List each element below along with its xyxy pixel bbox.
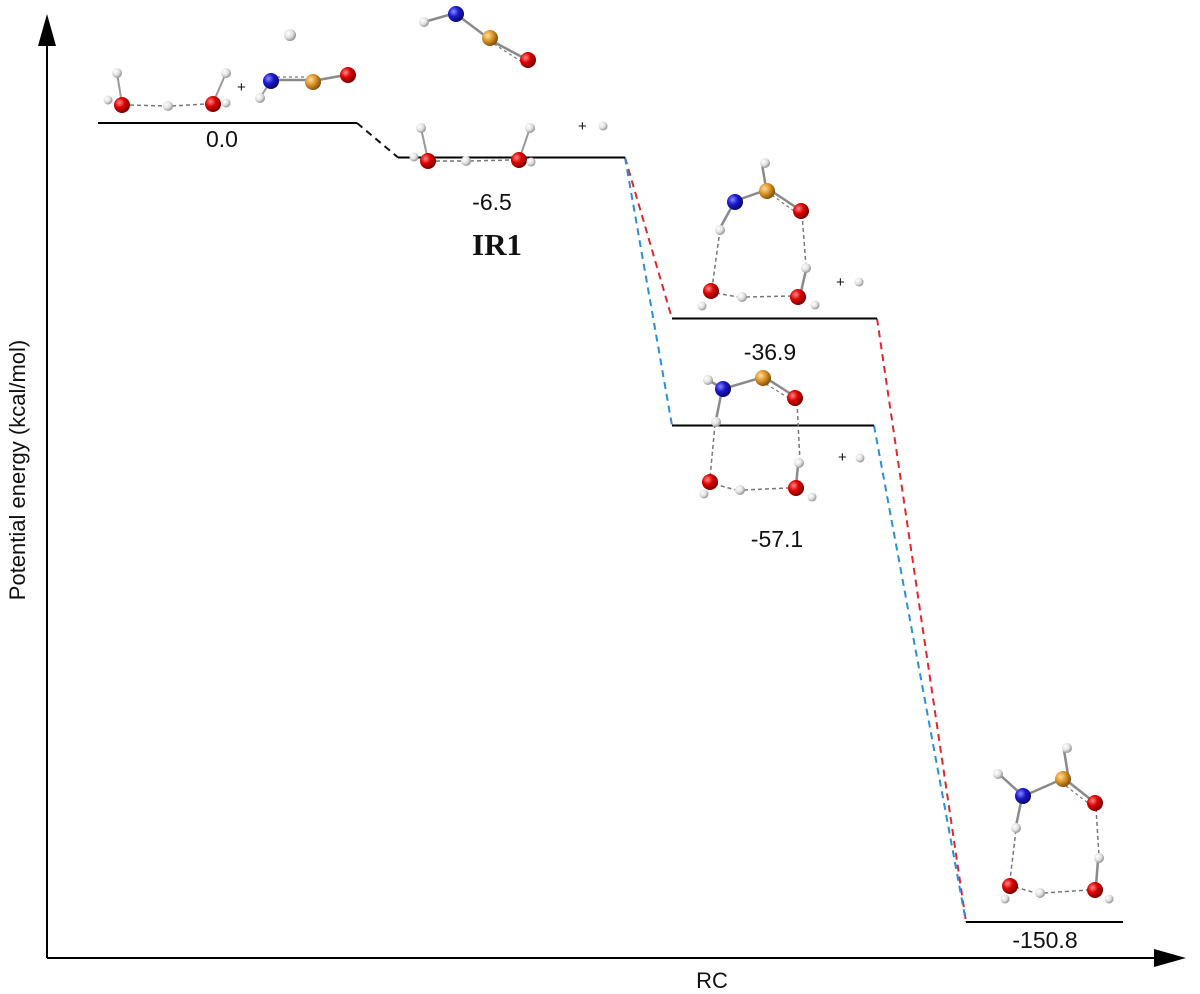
y-axis-arrow (38, 14, 56, 46)
y-axis-label: Potential energy (kcal/mol) (5, 340, 30, 600)
intermediate-name-ir1: IR1 (472, 227, 522, 262)
path-ir1-to-p2 (624, 157, 673, 426)
path-p1-to-final (876, 318, 967, 923)
reaction-paths (356, 122, 967, 923)
molecule-p1: + (697, 158, 864, 311)
molecule-ir1: + (409, 6, 608, 169)
energy-label-p1: -36.9 (744, 339, 796, 365)
molecule-final (993, 743, 1114, 904)
plus-sign: + (237, 79, 246, 96)
molecule-p2: + (699, 370, 865, 502)
path-reactants-to-ir1 (356, 122, 399, 159)
energy-levels (98, 122, 1123, 923)
energy-label-ir1: -6.5 (472, 189, 512, 215)
energy-label-p2: -57.1 (751, 526, 803, 552)
molecule-reactants: + (103, 29, 356, 113)
path-p2-to-final (873, 425, 967, 923)
x-axis-label: RC (696, 968, 728, 993)
path-ir1-to-p1 (624, 157, 673, 319)
energy-label-final: -150.8 (1012, 927, 1077, 953)
axes (38, 14, 1186, 967)
plus-sign: + (836, 274, 845, 291)
plus-sign: + (578, 118, 587, 135)
energy-labels: 0.0 -6.5 IR1 -36.9 -57.1 -150.8 (206, 126, 1078, 953)
energy-label-reactants: 0.0 (206, 126, 238, 152)
plus-sign: + (838, 449, 847, 466)
x-axis-arrow (1154, 949, 1186, 967)
